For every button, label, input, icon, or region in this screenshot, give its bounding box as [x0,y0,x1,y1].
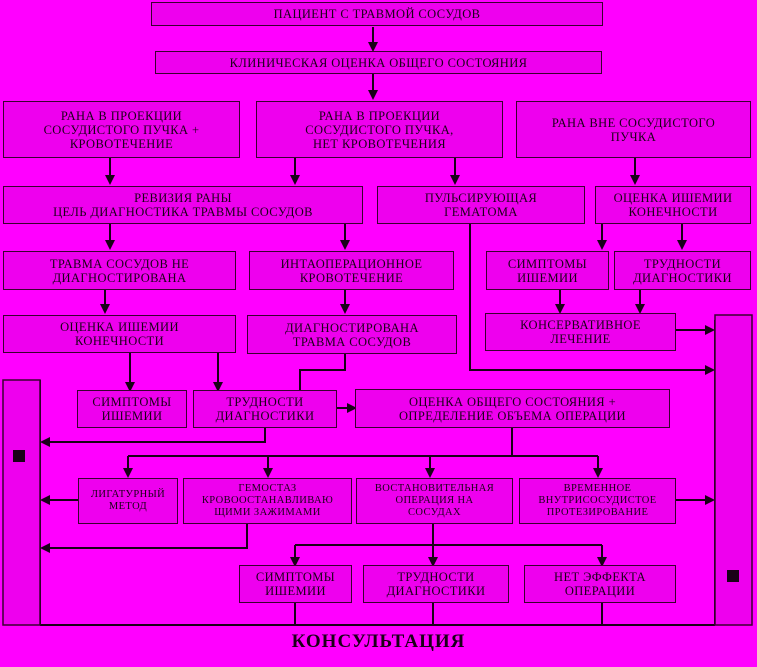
node-intraop-bleeding: ИНТАОПЕРАЦИОННОЕ КРОВОТЕЧЕНИЕ [249,251,454,290]
node-revision: РЕВИЗИЯ РАНЫ ЦЕЛЬ ДИАГНОСТИКА ТРАВМЫ СОС… [3,186,363,224]
arrow-ischemia-left-to-symptoms [60,351,135,392]
node-ischemia-eval-left: ОЦЕНКА ИШЕМИИ КОНЕЧНОСТИ [3,315,236,353]
node-general-eval: ОЦЕНКА ОБЩЕГО СОСТОЯНИЯ + ОПРЕДЕЛЕНИЕ ОБ… [355,389,670,428]
node-ischemia-eval-right: ОЦЕНКА ИШЕМИИ КОНЕЧНОСТИ [595,186,751,224]
node-temporary: ВРЕМЕННОЕ ВНУТРИСОСУДИСТОЕ ПРОТЕЗИРОВАНИ… [519,478,676,524]
node-not-diagnosed: ТРАВМА СОСУДОВ НЕ ДИАГНОСТИРОВАНА [3,251,236,290]
arrow-pulsating-to-consult [469,224,715,375]
node-conservative: КОНСЕРВАТИВНОЕ ЛЕЧЕНИЕ [485,313,676,351]
node-difficulty-left: ТРУДНОСТИ ДИАГНОСТИКИ [193,390,337,428]
node-symptoms-bottom: СИМПТОМЫ ИШЕМИИ [239,565,352,603]
node-patient: ПАЦИЕНТ С ТРАВМОЙ СОСУДОВ [151,2,603,26]
node-ligature: ЛИГАТУРНЫЙ МЕТОД [78,478,178,524]
node-wound-outside: РАНА ВНЕ СОСУДИСТОГО ПУЧКА [516,101,751,158]
arrow-difficulty-left-to-consult [40,428,266,447]
node-wound-bleeding: РАНА В ПРОЕКЦИИ СОСУДИСТОГО ПУЧКА + КРОВ… [3,101,240,158]
arrow-ischemia-left-to-difficulty [160,351,223,392]
arrow-hemostasis-to-consult [40,524,248,553]
node-symptoms-right: СИМПТОМЫ ИШЕМИИ [486,251,609,290]
node-clinical-eval: КЛИНИЧЕСКАЯ ОЦЕНКА ОБЩЕГО СОСТОЯНИЯ [155,51,602,74]
node-pulsating: ПУЛЬСИРУЮЩАЯ ГЕМАТОМА [377,186,585,224]
node-diagnosed: ДИАГНОСТИРОВАНА ТРАВМА СОСУДОВ [247,315,457,354]
footer-consultation-label: КОНСУЛЬТАЦИЯ [291,631,466,652]
node-symptoms-left: СИМПТОМЫ ИШЕМИИ [77,390,187,428]
node-wound-no-bleeding: РАНА В ПРОЕКЦИИ СОСУДИСТОГО ПУЧКА, НЕТ К… [256,101,503,158]
node-restorative: ВОСТАНОВИТЕЛЬНАЯ ОПЕРАЦИЯ НА СОСУДАХ [356,478,513,524]
marker-left [13,450,25,462]
node-hemostasis: ГЕМОСТАЗ КРОВООСТАНАВЛИВАЮ ЩИМИ ЗАЖИМАМИ [183,478,352,524]
node-difficulty-bottom: ТРУДНОСТИ ДИАГНОСТИКИ [363,565,509,603]
marker-right [727,570,739,582]
consult-left-column [2,379,41,626]
node-difficulty-right: ТРУДНОСТИ ДИАГНОСТИКИ [614,251,751,290]
node-no-effect: НЕТ ЭФФЕКТА ОПЕРАЦИИ [524,565,676,603]
